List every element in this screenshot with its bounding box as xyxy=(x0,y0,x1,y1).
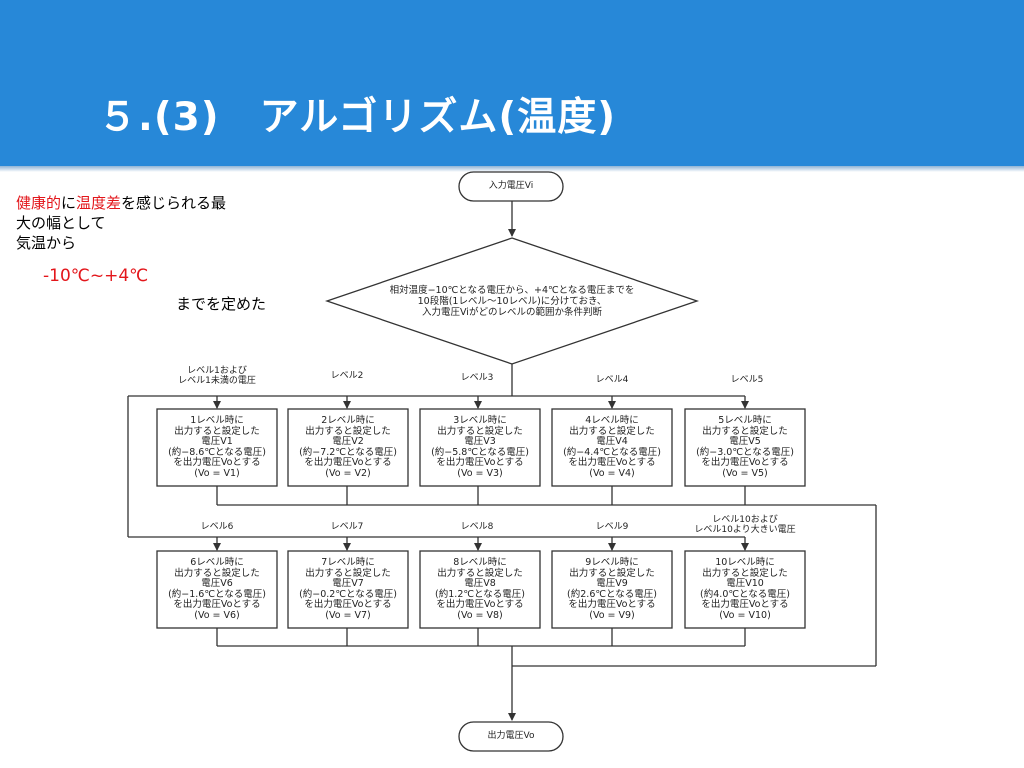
process-box-text: 7レベル時に 出力すると設定した 電圧V7 (約−0.2℃となる電圧) を出力電… xyxy=(299,557,397,621)
end-label: 出力電圧Vo xyxy=(487,731,535,742)
banner-shadow xyxy=(0,166,1024,172)
process-box-text: 1レベル時に 出力すると設定した 電圧V1 (約−8.6℃となる電圧) を出力電… xyxy=(168,415,266,479)
level-label: レベル10および レベル10より大きい電圧 xyxy=(694,514,796,536)
note-line-1: 健康的に温度差を感じられる最 xyxy=(16,193,226,213)
level-label: レベル5 xyxy=(730,374,764,385)
process-box-text: 5レベル時に 出力すると設定した 電圧V5 (約−3.0℃となる電圧) を出力電… xyxy=(696,415,794,479)
process-box-text: 2レベル時に 出力すると設定した 電圧V2 (約−7.2℃となる電圧) を出力電… xyxy=(299,415,397,479)
level-label: レベル8 xyxy=(460,521,494,532)
start-terminator xyxy=(458,171,564,202)
process-box-text: 6レベル時に 出力すると設定した 電圧V6 (約−1.6℃となる電圧) を出力電… xyxy=(168,557,266,621)
note-feel: を感じられる最 xyxy=(121,194,227,212)
level-label: レベル1および レベル1未満の電圧 xyxy=(178,365,256,387)
decision-label: 相対温度−10℃となる電圧から、+4℃となる電圧までを 10段階(1レベル〜10… xyxy=(389,284,635,318)
note-particle: に xyxy=(61,194,77,212)
level-label: レベル7 xyxy=(330,521,364,532)
note-healthy: 健康的 xyxy=(16,194,62,212)
row1-box-3 xyxy=(419,408,541,487)
process-box-text: 9レベル時に 出力すると設定した 電圧V9 (約2.6℃となる電圧) を出力電圧… xyxy=(567,557,657,621)
row1-box-4 xyxy=(551,408,673,487)
level-label: レベル9 xyxy=(595,521,629,532)
title-banner xyxy=(0,0,1024,166)
row2-box-1 xyxy=(156,550,278,629)
process-box-text: 10レベル時に 出力すると設定した 電圧V10 (約4.0℃となる電圧) を出力… xyxy=(700,557,790,621)
level-label: レベル6 xyxy=(200,521,234,532)
start-label: 入力電圧Vi xyxy=(488,181,534,192)
note-line-5: までを定めた xyxy=(176,295,267,313)
level-label: レベル4 xyxy=(595,374,629,385)
end-terminator xyxy=(458,721,564,752)
slide-title: ５.(3) アルゴリズム(温度) xyxy=(98,95,617,140)
note-range: -10℃~+4℃ xyxy=(43,266,149,286)
level-label: レベル2 xyxy=(330,370,364,381)
process-box-text: 4レベル時に 出力すると設定した 電圧V4 (約−4.4℃となる電圧) を出力電… xyxy=(563,415,661,479)
row1-box-5 xyxy=(684,408,806,487)
note-line-3: 気温から xyxy=(16,234,77,252)
row1-box-1 xyxy=(156,408,278,487)
note-line-2: 大の幅として xyxy=(16,214,106,232)
row2-box-4 xyxy=(551,550,673,629)
row2-box-3 xyxy=(419,550,541,629)
row1-box-2 xyxy=(287,408,409,487)
process-box-text: 3レベル時に 出力すると設定した 電圧V3 (約−5.8℃となる電圧) を出力電… xyxy=(431,415,529,479)
process-box-text: 8レベル時に 出力すると設定した 電圧V8 (約1.2℃となる電圧) を出力電圧… xyxy=(435,557,525,621)
level-label: レベル3 xyxy=(460,372,494,383)
row2-box-2 xyxy=(287,550,409,629)
note-temp-diff: 温度差 xyxy=(76,194,122,212)
row2-box-5 xyxy=(684,550,806,629)
